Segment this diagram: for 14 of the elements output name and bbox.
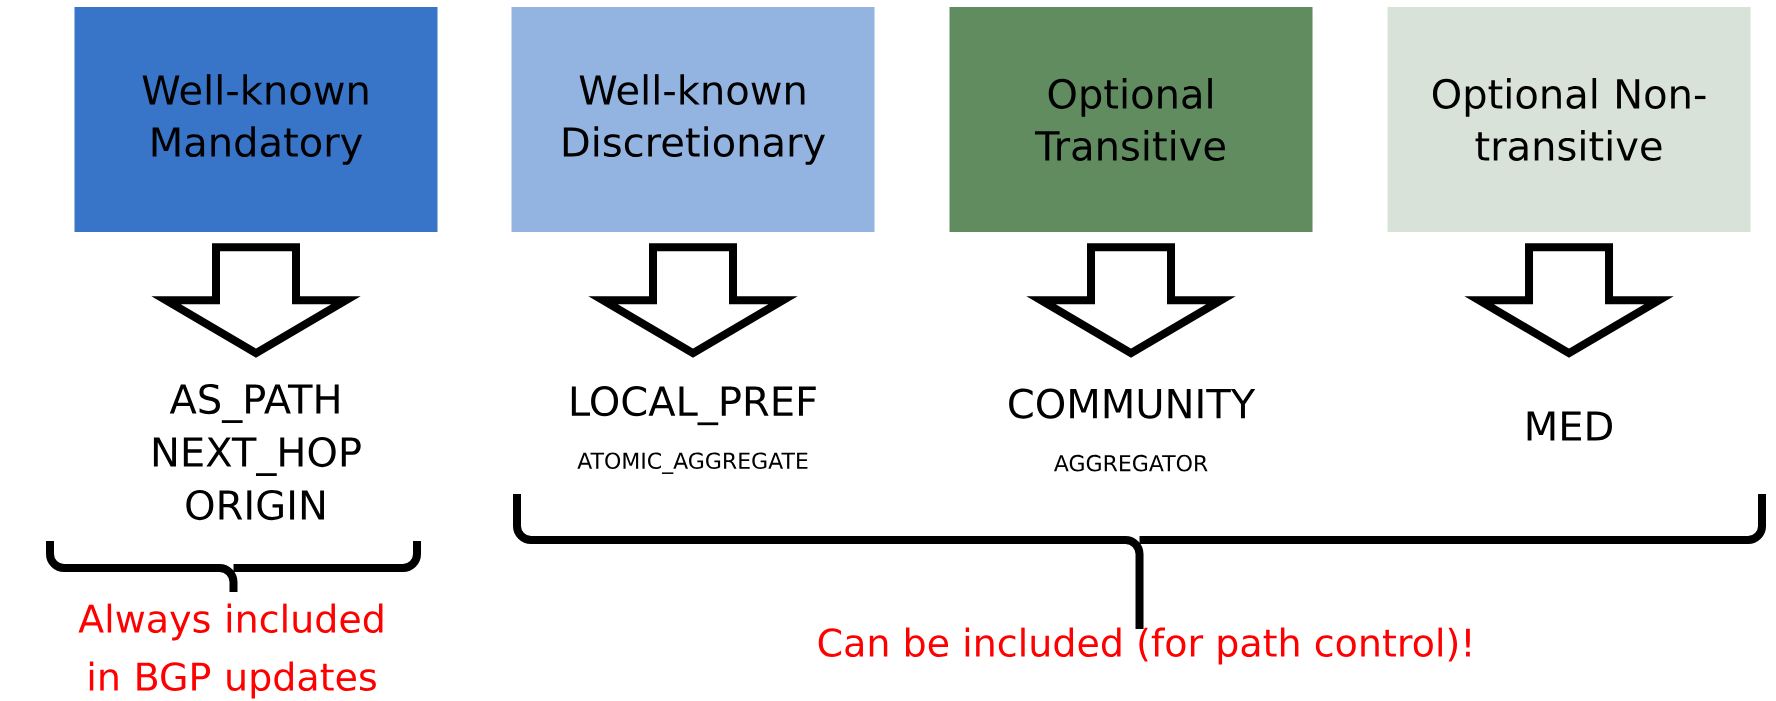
caption-text: Always included in BGP updates <box>78 603 383 699</box>
category-box: Optional Non-transitive <box>1387 7 1751 232</box>
attribute-text: AS_PATH NEXT_HOP ORIGIN <box>153 383 361 521</box>
category-box: Optional Transitive <box>949 7 1313 232</box>
attribute-text: MED <box>1527 411 1612 441</box>
caption-text: Can be included (for path control)! <box>818 627 1470 665</box>
attribute-text: LOCAL_PREF ATOMIC_AGGREGATE <box>571 386 816 474</box>
attribute-text: COMMUNITY AGGREGATOR <box>1009 388 1256 472</box>
hollow-arrow <box>151 243 361 358</box>
hollow-arrow <box>1026 243 1236 358</box>
hollow-arrow <box>588 243 798 358</box>
category-box: Well-known Discretionary <box>511 7 875 232</box>
hollow-arrow <box>1464 243 1674 358</box>
category-box: Well-known Mandatory <box>74 7 438 232</box>
